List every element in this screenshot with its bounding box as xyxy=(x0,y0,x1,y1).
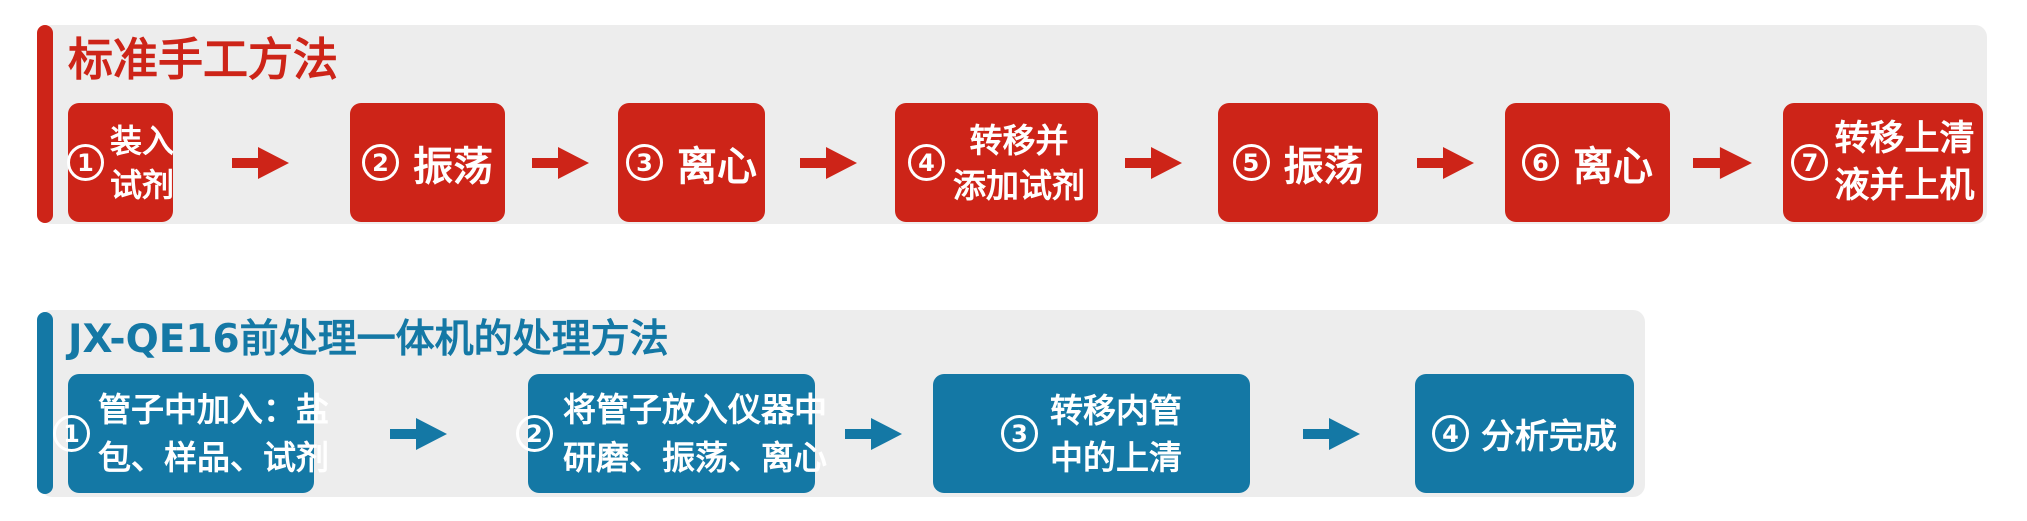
step-label-line: 研磨、振荡、离心 xyxy=(563,437,827,477)
step-label-line: 管子中加入：盐 xyxy=(98,389,329,429)
step-box-machine-3: 3 转移内管中的上清 xyxy=(933,374,1250,493)
step-label: 分析完成 xyxy=(1481,409,1617,458)
right-arrow-icon xyxy=(1693,143,1753,183)
step-label-line: 转移上清 xyxy=(1834,118,1975,159)
right-arrow-icon xyxy=(1417,143,1475,183)
step-box-machine-2: 2 将管子放入仪器中研磨、振荡、离心 xyxy=(516,374,827,493)
step-label-line: 振荡 xyxy=(1283,143,1364,190)
step-box-machine-4: 4 分析完成 xyxy=(1415,374,1634,493)
step-box-manual-2: 2 振荡 xyxy=(350,103,505,222)
right-arrow-icon xyxy=(232,143,290,183)
step-label: 振荡 xyxy=(413,134,493,192)
step-label-line: 将管子放入仪器中 xyxy=(563,389,827,429)
step-label: 转移上清液并上机 xyxy=(1834,116,1974,210)
step-label: 转移内管中的上清 xyxy=(1050,387,1182,481)
blue-accent-bar xyxy=(37,312,53,494)
step-label-line: 离心 xyxy=(677,143,757,190)
step-label: 振荡 xyxy=(1284,134,1364,192)
right-arrow-icon xyxy=(532,143,590,183)
step-label-line: 振荡 xyxy=(413,143,493,190)
step-number-badge: 3 xyxy=(626,144,663,181)
step-box-manual-3: 3 离心 xyxy=(618,103,765,222)
right-arrow-icon xyxy=(845,414,903,454)
step-number-badge: 4 xyxy=(908,144,945,181)
step-label-line: 装入 xyxy=(110,121,175,160)
step-label: 离心 xyxy=(1573,134,1653,192)
step-number-badge: 2 xyxy=(362,144,399,181)
step-label-line: 离心 xyxy=(1573,143,1653,190)
step-number-badge: 5 xyxy=(1232,144,1270,181)
step-number-badge: 4 xyxy=(1432,415,1469,452)
right-arrow-icon xyxy=(1303,414,1361,454)
step-number-badge: 1 xyxy=(67,144,104,181)
right-arrow-icon xyxy=(1125,143,1183,183)
manual-method-title: 标准手工方法 xyxy=(68,33,339,86)
step-label: 装入试剂 xyxy=(110,119,174,207)
step-label: 将管子放入仪器中研磨、振荡、离心 xyxy=(563,386,827,482)
step-label-line: 中的上清 xyxy=(1050,437,1182,477)
step-label-line: 分析完成 xyxy=(1481,417,1617,457)
step-number-badge: 7 xyxy=(1791,144,1829,181)
step-number-badge: 3 xyxy=(1001,415,1038,452)
step-label: 管子中加入：盐包、样品、试剂 xyxy=(98,386,329,482)
step-label: 转移并添加试剂 xyxy=(953,118,1085,208)
step-label: 离心 xyxy=(677,134,757,192)
step-number-badge: 1 xyxy=(53,415,90,452)
red-accent-bar xyxy=(37,25,53,223)
step-box-manual-6: 6 离心 xyxy=(1505,103,1670,222)
right-arrow-icon xyxy=(800,143,858,183)
step-box-manual-5: 5 振荡 xyxy=(1218,103,1378,222)
step-number-badge: 6 xyxy=(1522,144,1559,181)
step-label-line: 转移内管 xyxy=(1050,390,1182,430)
step-label-line: 添加试剂 xyxy=(953,165,1085,205)
step-label-line: 包、样品、试剂 xyxy=(98,437,329,477)
step-label-line: 液并上机 xyxy=(1834,165,1975,206)
right-arrow-icon xyxy=(390,414,448,454)
step-number-badge: 2 xyxy=(516,415,553,452)
step-label-line: 转移并 xyxy=(969,120,1069,160)
step-label-line: 试剂 xyxy=(110,165,175,204)
machine-method-title: JX-QE16前处理一体机的处理方法 xyxy=(68,317,669,362)
